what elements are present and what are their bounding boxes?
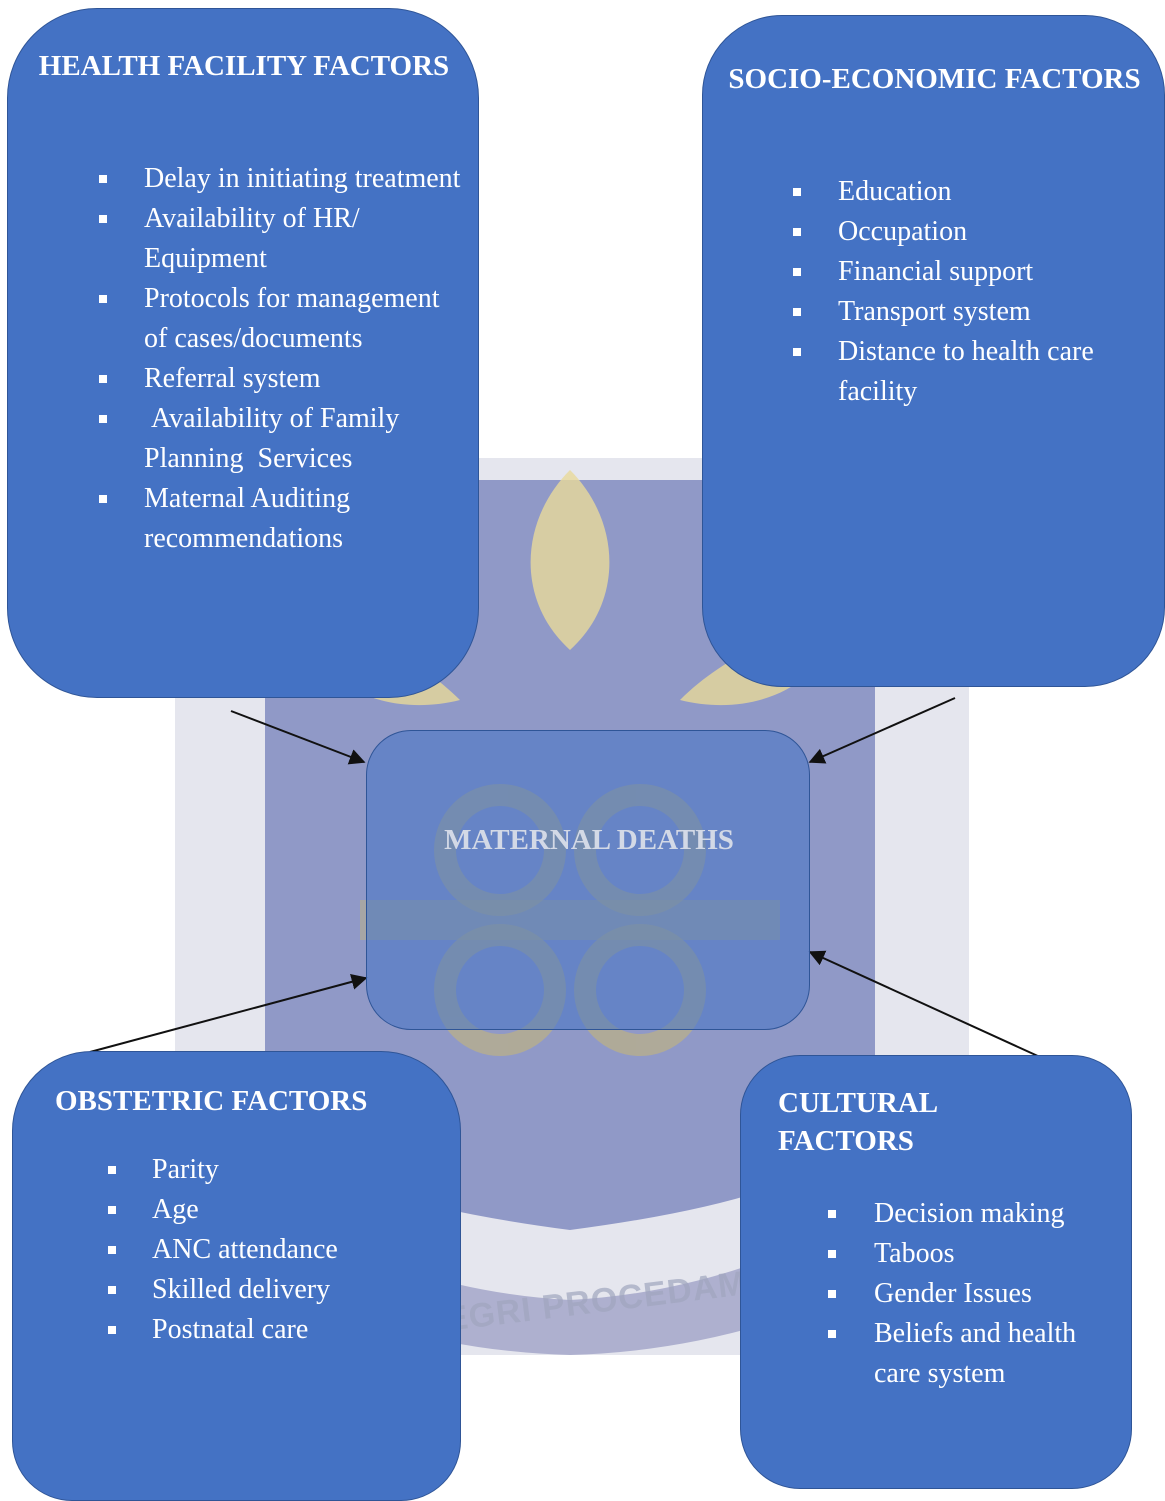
list-item: Protocols for management of cases/docume… xyxy=(99,279,464,359)
cultural-list: Decision making Taboos Gender Issues Bel… xyxy=(828,1194,1124,1394)
list-item: Occupation xyxy=(793,212,1158,252)
health-facility-title: HEALTH FACILITY FACTORS xyxy=(38,50,450,82)
arrow-health-facility xyxy=(230,710,366,765)
list-item: Skilled delivery xyxy=(108,1270,452,1310)
list-item: ANC attendance xyxy=(108,1230,452,1270)
list-item: Delay in initiating treatment xyxy=(99,159,464,199)
socio-economic-title: SOCIO-ECONOMIC FACTORS xyxy=(728,63,1141,95)
list-item: Decision making xyxy=(828,1194,1124,1234)
list-item: Availability of HR/ Equipment xyxy=(99,199,464,279)
list-item: Beliefs and health care system xyxy=(828,1314,1124,1394)
cultural-box: CULTURAL FACTORS Decision making Taboos … xyxy=(740,1055,1132,1489)
list-item: Gender Issues xyxy=(828,1274,1124,1314)
list-item: Financial support xyxy=(793,252,1158,292)
health-facility-box: HEALTH FACILITY FACTORS Delay in initiat… xyxy=(7,8,479,698)
socio-economic-box: SOCIO-ECONOMIC FACTORS Education Occupat… xyxy=(702,15,1165,687)
maternal-deaths-box: MATERNAL DEATHS xyxy=(366,730,810,1030)
arrow-cultural xyxy=(808,950,1041,1058)
obstetric-title: OBSTETRIC FACTORS xyxy=(55,1085,368,1117)
socio-economic-list: Education Occupation Financial support T… xyxy=(793,172,1158,412)
arrow-obstetric xyxy=(89,974,368,1053)
health-facility-list: Delay in initiating treatment Availabili… xyxy=(99,159,464,559)
arrow-socio-economic xyxy=(808,697,956,764)
list-item: Distance to health care facility xyxy=(793,332,1158,412)
list-item: Education xyxy=(793,172,1158,212)
list-item: Age xyxy=(108,1190,452,1230)
list-item: Referral system xyxy=(99,359,464,399)
list-item: Maternal Auditing recommendations xyxy=(99,479,464,559)
list-item: Availability of Family Planning Services xyxy=(99,399,464,479)
maternal-deaths-label: MATERNAL DEATHS xyxy=(444,824,734,856)
list-item: Parity xyxy=(108,1150,452,1190)
obstetric-list: Parity Age ANC attendance Skilled delive… xyxy=(108,1150,452,1350)
list-item: Transport system xyxy=(793,292,1158,332)
list-item: Postnatal care xyxy=(108,1310,452,1350)
obstetric-box: OBSTETRIC FACTORS Parity Age ANC attenda… xyxy=(12,1051,461,1501)
cultural-title: CULTURAL FACTORS xyxy=(778,1087,937,1157)
list-item: Taboos xyxy=(828,1234,1124,1274)
